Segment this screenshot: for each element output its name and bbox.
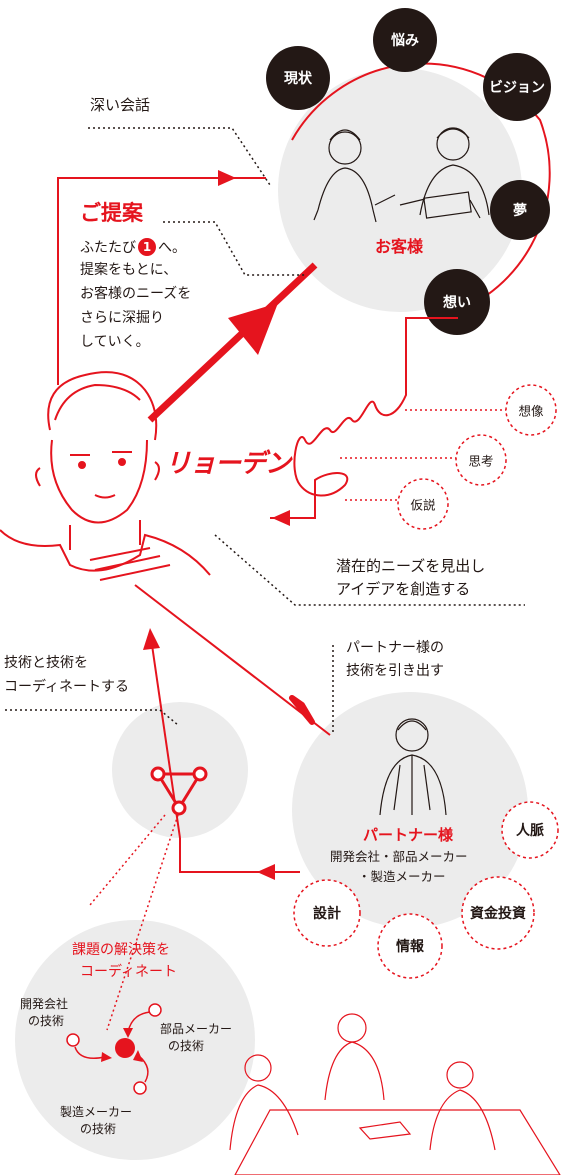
coordinate-hub-circle xyxy=(112,702,248,838)
partner-jinmyaku-bubble xyxy=(501,801,559,859)
partner-to-hub-line xyxy=(179,838,300,873)
coil-line xyxy=(293,317,458,519)
solution-line-1: 課題の解決策を xyxy=(72,942,170,958)
solution-arrow-maker xyxy=(133,1050,143,1062)
coordinate-line-1: 技術と技術を xyxy=(4,655,88,671)
bubble-genjou-label: 現状 xyxy=(284,71,312,87)
proposal-line1-suffix: へ。 xyxy=(158,240,186,256)
solution-circle xyxy=(15,920,255,1160)
solution-arrow-dev xyxy=(101,1052,112,1062)
proposal-arrowhead xyxy=(228,303,278,355)
coordinate-dotted xyxy=(5,709,179,726)
proposal-step-badge: 1 xyxy=(138,238,156,256)
customer-illustration xyxy=(313,127,490,223)
partner-sekkei-bubble xyxy=(293,879,361,947)
thought-kasetsu-bubble xyxy=(397,478,449,530)
proposal-line-3: お客様のニーズを xyxy=(80,286,192,302)
thought-souzou: 想像 xyxy=(518,403,544,419)
proposal-line-4: さらに深掘り xyxy=(80,310,164,326)
bubble-yume-label: 夢 xyxy=(513,203,527,219)
latent-needs-line-1: 潜在的ニーズを見出し xyxy=(336,557,486,575)
proposal-line-2: 提案をもとに、 xyxy=(80,262,178,278)
deep-talk-dotted xyxy=(88,127,271,186)
coordinate-line-2: コーディネートする xyxy=(4,679,130,695)
bubble-nayami xyxy=(373,8,437,72)
solution-dev-line-1: 開発会社 xyxy=(20,997,69,1011)
proposal-arrow-line xyxy=(147,262,318,423)
proposal-heading: ご提案 xyxy=(80,201,143,225)
bubble-genjou xyxy=(266,46,330,110)
partner-to-hub-arrowhead xyxy=(257,864,275,880)
bubble-vision xyxy=(483,53,551,121)
bubble-yume xyxy=(490,180,550,240)
solution-node-dev xyxy=(66,1033,80,1047)
deep-talk-label: 深い会話 xyxy=(90,96,151,114)
partner-illustration xyxy=(379,718,447,816)
solution-center-dot xyxy=(115,1038,135,1058)
solution-maker-line-2: の技術 xyxy=(80,1122,117,1136)
hub-solution-dotted-2 xyxy=(106,814,179,1031)
thought-shikou: 思考 xyxy=(468,453,494,469)
bubble-omoi-label: 想い xyxy=(443,295,471,311)
solution-arc-dev xyxy=(74,1046,106,1059)
partner-sub-1: 開発会社・部品メーカー xyxy=(330,849,468,864)
partner-sub-2: ・製造メーカー xyxy=(358,869,446,884)
partner-shikin: 資金投資 xyxy=(470,906,526,922)
proposal-line1-prefix: ふたたび xyxy=(80,240,136,256)
solution-arrow-parts xyxy=(123,1028,133,1038)
partner-title: パートナー様 xyxy=(363,826,454,844)
solution-node-parts xyxy=(148,1003,162,1017)
proposal-dotted xyxy=(163,221,305,276)
solution-node-maker xyxy=(133,1081,147,1095)
partner-jouhou: 情報 xyxy=(396,939,424,955)
customer-circle xyxy=(278,68,522,312)
partner-jouhou-bubble xyxy=(377,913,443,979)
solution-parts-line-2: の技術 xyxy=(168,1039,205,1053)
bubble-nayami-label: 悩み xyxy=(391,33,419,49)
solution-maker-line-1: 製造メーカー xyxy=(60,1105,133,1119)
solution-dev-line-2: の技術 xyxy=(28,1014,65,1028)
partner-draw-line-2: 技術を引き出す xyxy=(346,663,444,679)
to-partner-line xyxy=(134,584,331,736)
return-arrowhead xyxy=(218,170,236,186)
to-partner-arrowhead xyxy=(289,695,315,725)
solution-parts-line-1: 部品メーカー xyxy=(160,1022,233,1036)
coordinate-hub-icon xyxy=(150,766,208,816)
coil-arrowhead xyxy=(272,510,290,526)
latent-needs-line-2: アイデアを創造する xyxy=(336,580,471,598)
solution-line-2: コーディネート xyxy=(80,964,178,980)
partner-draw-line-1: パートナー様の xyxy=(346,640,444,656)
partner-shikin-bubble xyxy=(461,876,535,950)
customer-title: お客様 xyxy=(375,237,424,256)
proposal-line-5: していく。 xyxy=(80,334,150,350)
hub-to-person-arrowhead xyxy=(143,628,160,650)
ryoden-person-illustration xyxy=(0,371,211,581)
latent-needs-dotted xyxy=(214,534,525,606)
thought-shikou-bubble xyxy=(455,434,507,486)
customer-ring xyxy=(291,62,551,321)
ryoden-name: リョーデン xyxy=(165,449,291,479)
bubble-vision-label: ビジョン xyxy=(489,80,545,96)
return-line xyxy=(57,177,266,385)
partner-sekkei: 設計 xyxy=(313,906,341,922)
partner-circle xyxy=(292,692,528,928)
meeting-illustration xyxy=(229,1013,561,1175)
partner-jinmyaku: 人脈 xyxy=(516,823,544,839)
thought-kasetsu: 仮説 xyxy=(410,497,436,513)
